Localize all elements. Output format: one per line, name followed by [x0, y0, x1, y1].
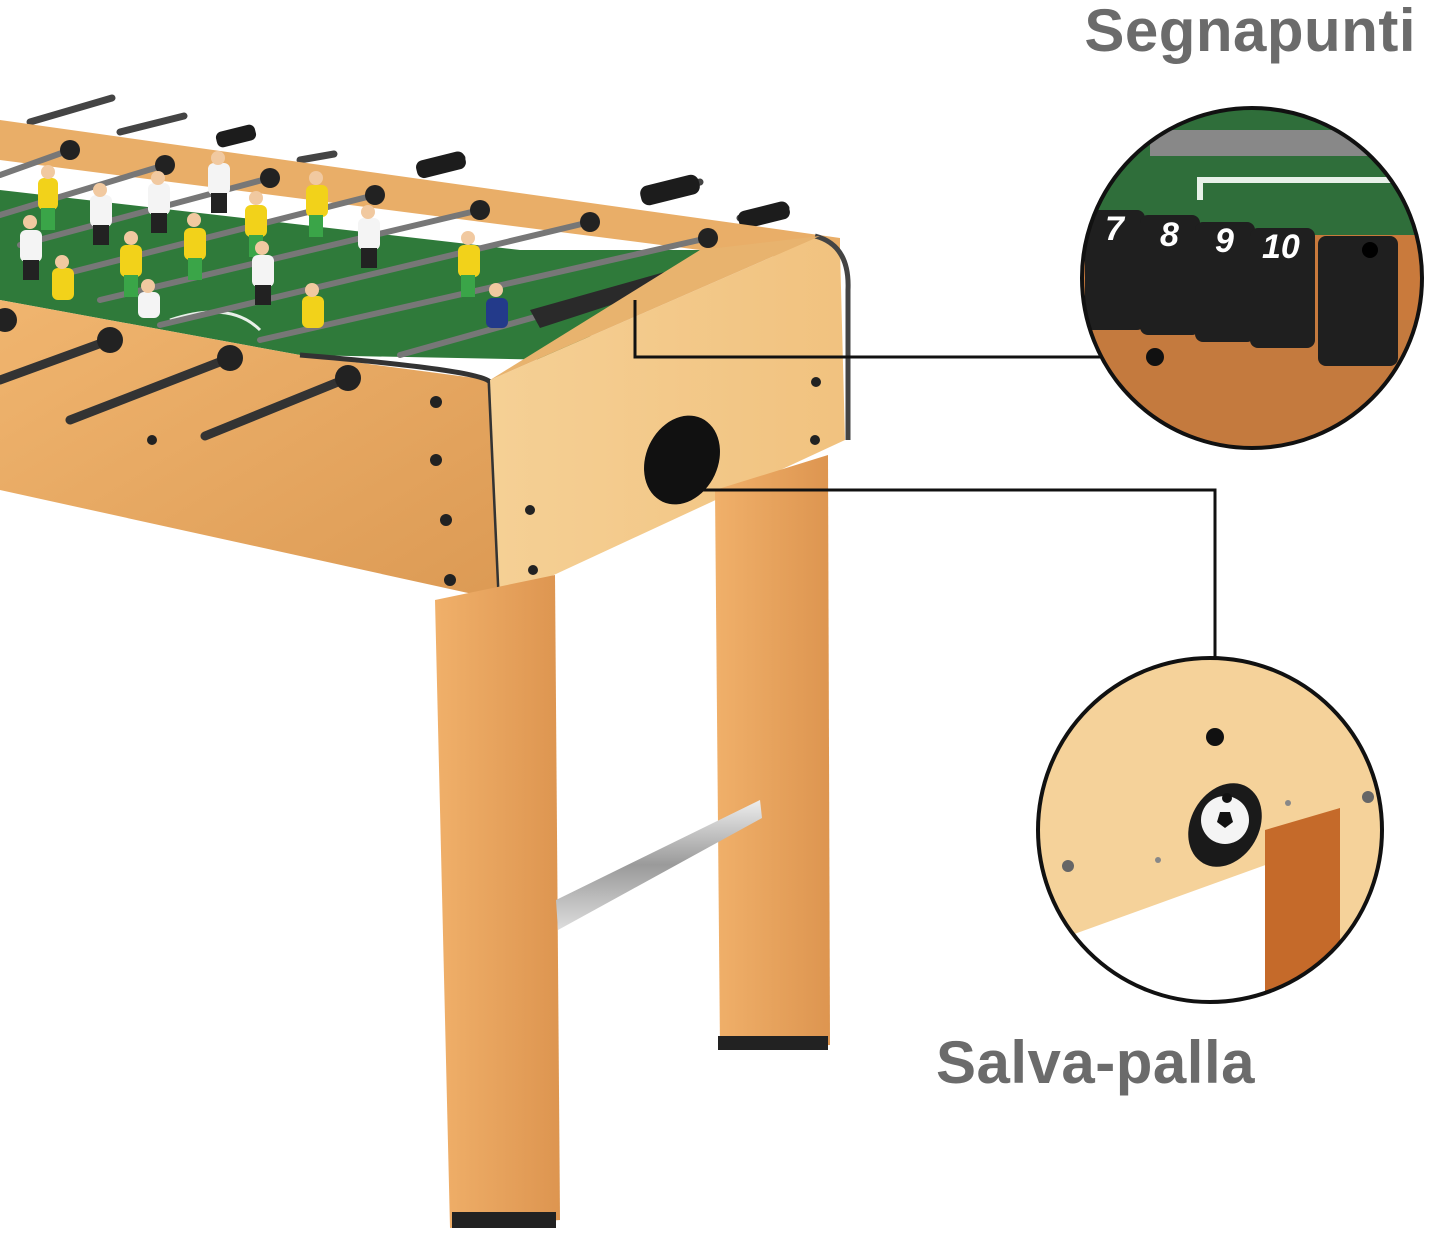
- score-digit: 10: [1262, 228, 1300, 266]
- player-blue: [486, 283, 508, 328]
- score-digit: 8: [1160, 216, 1179, 254]
- player-yellow: [302, 283, 324, 328]
- ball-return-callout-circle: [1036, 656, 1384, 1004]
- soccer-ball-icon: [1201, 793, 1249, 844]
- player-yellow: [184, 213, 206, 280]
- leg-back: [715, 455, 830, 1050]
- player-white: [252, 241, 274, 305]
- player-white: [148, 171, 170, 233]
- player-yellow: [120, 231, 142, 297]
- leg-foot: [452, 1212, 556, 1228]
- callout-lines: [633, 300, 1217, 735]
- players: [20, 151, 508, 328]
- near-rods: [0, 335, 353, 441]
- leg-foot: [718, 1036, 828, 1050]
- player-yellow: [306, 171, 328, 237]
- player-yellow: [458, 231, 480, 297]
- player-white: [208, 151, 230, 213]
- scoreboard-callout-circle: [1080, 106, 1424, 450]
- score-digit: 7: [1105, 210, 1126, 248]
- ball-return-closeup: [1038, 658, 1382, 1002]
- player-white: [138, 279, 160, 318]
- support-bar: [556, 800, 762, 930]
- front-rail: [0, 300, 500, 600]
- ball-return-label: Salva-palla: [936, 1029, 1256, 1096]
- player-white: [20, 215, 42, 280]
- player-yellow: [38, 165, 58, 230]
- end-panel: [490, 236, 845, 600]
- player-white: [358, 205, 380, 268]
- leg-front: [435, 575, 560, 1228]
- bolts: [147, 377, 821, 586]
- near-bumpers: [0, 308, 361, 391]
- player-white: [90, 183, 112, 245]
- scoreboard-label: Segnapunti: [1084, 0, 1416, 64]
- ball-return-hole: [644, 415, 720, 505]
- score-digit: 9: [1215, 222, 1234, 260]
- back-wall: [0, 120, 840, 262]
- far-handles: [215, 124, 790, 229]
- player-yellow: [52, 255, 74, 300]
- rod-bumpers: [60, 140, 718, 248]
